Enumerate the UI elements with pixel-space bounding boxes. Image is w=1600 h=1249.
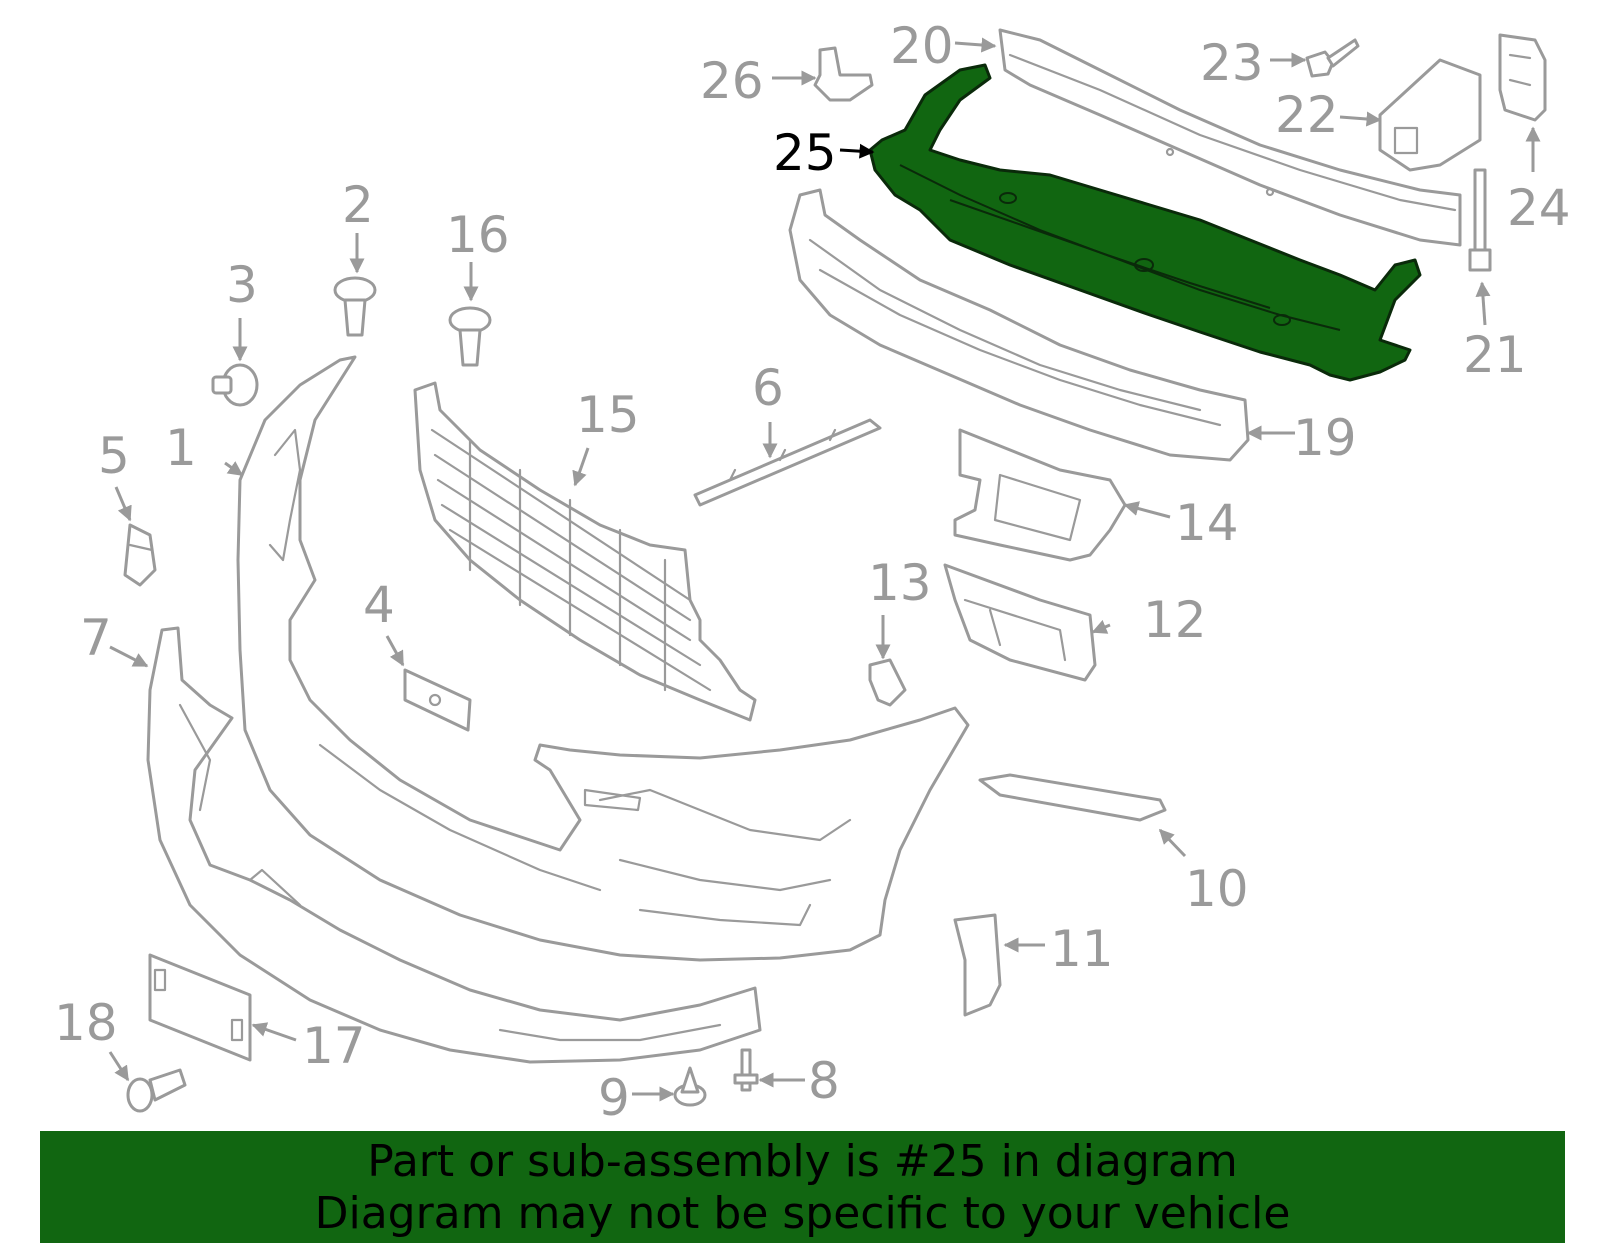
callout-15: 15 [576, 386, 640, 444]
part-3-grommet [211, 363, 259, 407]
callout-2: 2 [342, 176, 374, 234]
callout-8: 8 [808, 1052, 840, 1110]
callout-6: 6 [752, 359, 784, 417]
part-20-reinforcement [998, 28, 1462, 247]
part-15-grille [413, 381, 757, 722]
callout-16: 16 [446, 206, 510, 264]
part-26-sensor [813, 46, 874, 102]
part-9-push-pin [673, 1066, 707, 1107]
part-18-screw [126, 1068, 187, 1113]
callout-18: 18 [54, 994, 118, 1052]
part-25-highlighted[interactable] [868, 63, 1422, 382]
callout-7: 7 [80, 609, 112, 667]
part-10-molding [978, 773, 1167, 822]
callout-3: 3 [226, 256, 258, 314]
callout-25: 25 [773, 124, 837, 182]
part-11-molding [953, 913, 1002, 1017]
callout-12: 12 [1143, 591, 1207, 649]
part-2-screw [333, 276, 377, 337]
callout-20: 20 [890, 17, 954, 75]
part-16-screw [448, 306, 492, 367]
part-14-bezel [953, 428, 1127, 562]
part-17-plate-bracket [148, 953, 252, 1062]
callout-1: 1 [165, 419, 197, 477]
part-12-grille-insert [943, 563, 1097, 682]
callout-13: 13 [868, 554, 932, 612]
part-5-clip [123, 523, 157, 587]
callout-23: 23 [1200, 34, 1264, 92]
callout-14: 14 [1175, 494, 1239, 552]
callout-10: 10 [1185, 860, 1249, 918]
banner-line-2: Diagram may not be specific to your vehi… [314, 1188, 1291, 1239]
callout-22: 22 [1275, 86, 1339, 144]
callout-19: 19 [1293, 409, 1357, 467]
info-banner: Part or sub-assembly is #25 in diagram D… [40, 1131, 1565, 1243]
part-21-stud [1468, 168, 1492, 272]
part-22-bracket [1378, 58, 1482, 172]
leader-arrows [108, 37, 1541, 1102]
part-23-bolt [1305, 38, 1360, 78]
part-4-bracket [403, 668, 472, 732]
callout-labels: 1 2 3 4 5 6 7 8 9 10 11 12 13 14 15 16 1… [54, 17, 1571, 1127]
callout-9: 9 [598, 1069, 630, 1127]
part-13-clip [868, 658, 907, 707]
part-7-lower-valance [146, 626, 762, 1064]
part-6-trim-strip [693, 418, 882, 507]
callout-5: 5 [98, 427, 130, 485]
part-24-bracket [1498, 33, 1547, 122]
callout-17: 17 [302, 1017, 366, 1075]
callout-4: 4 [363, 576, 395, 634]
banner-line-1: Part or sub-assembly is #25 in diagram [367, 1136, 1238, 1187]
part-8-screw [733, 1048, 759, 1092]
callout-26: 26 [700, 52, 764, 110]
callout-21: 21 [1463, 326, 1527, 384]
callout-24: 24 [1507, 179, 1571, 237]
callout-11: 11 [1050, 920, 1114, 978]
part-1-bumper-cover [236, 355, 970, 962]
